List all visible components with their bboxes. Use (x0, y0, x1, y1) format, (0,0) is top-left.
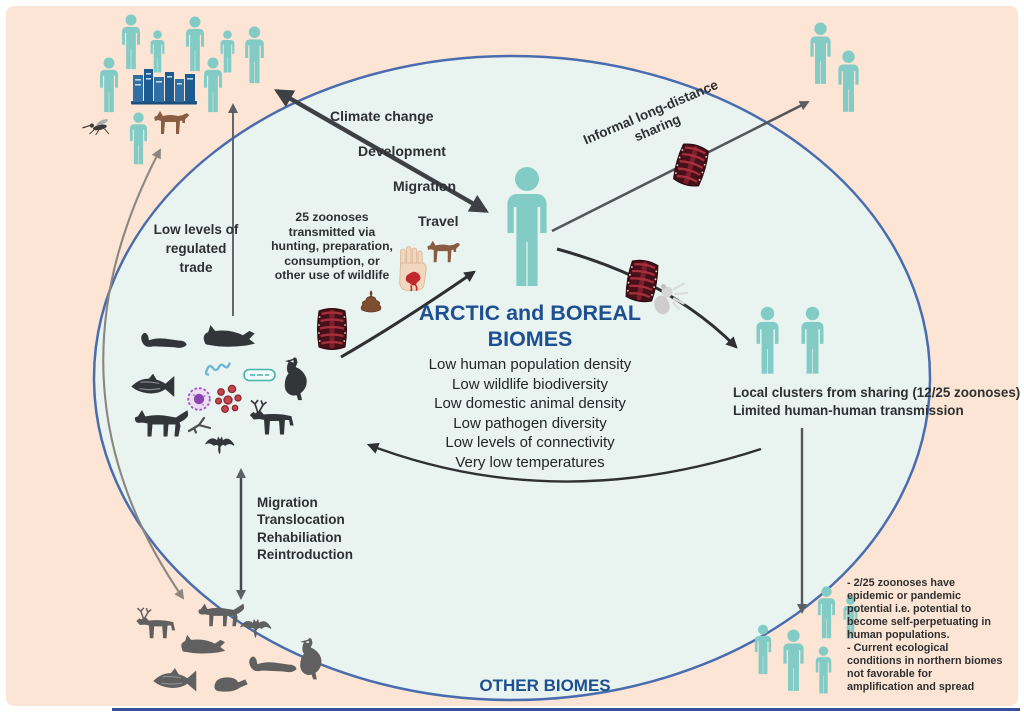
protozoan-icon (187, 387, 211, 411)
zoonoses-transmission-label: 25 zoonoses transmitted via hunting, pre… (271, 210, 393, 283)
person-icon (783, 629, 804, 691)
person-icon (838, 50, 859, 112)
seal-icon (181, 635, 225, 654)
climate-line: Development (358, 142, 446, 159)
arrow-wildlife-to-human-transmission (340, 270, 476, 359)
arrow-human-sharing-to-clusters (556, 247, 738, 349)
person-icon (220, 30, 235, 73)
meat-icon (316, 307, 348, 351)
person-icon (150, 30, 165, 73)
virus-particles-icon (214, 384, 242, 413)
city-icon (131, 69, 197, 105)
person-icon (129, 112, 148, 165)
person-icon (810, 22, 831, 84)
local-clusters-label: Local clusters from sharing (12/25 zoono… (733, 385, 1021, 418)
remote-community-group (810, 22, 859, 112)
climate-line: Climate change (330, 107, 434, 124)
other-biomes-title: OTHER BIOMES (479, 676, 611, 695)
arrow-biome-exchange (102, 148, 185, 600)
epidemic-potential-note: - 2/25 zoonoses have epidemic or pandemi… (847, 577, 1003, 693)
bottom-divider (112, 708, 1020, 711)
fish-icon (153, 668, 197, 691)
climate-line: Travel (418, 212, 459, 229)
climate-drivers-label: Climate change Development Migration Tra… (330, 90, 500, 248)
climate-line: Migration (393, 177, 456, 194)
dog-icon (154, 111, 189, 134)
person-icon (245, 26, 264, 84)
weasel-icon (249, 656, 297, 673)
arrow-return-to-wildlife (366, 442, 762, 483)
regulated-trade-label: Low levels of regulated trade (153, 222, 239, 275)
person-icon (100, 57, 118, 113)
bacterium-icon (243, 368, 276, 382)
mosquito-icon (82, 117, 110, 136)
person-icon (204, 57, 222, 113)
arrow-climate-drivers (274, 89, 489, 213)
wildlife-movement-label: Migration Translocation Rehabiliation Re… (257, 495, 353, 563)
deer-icon (136, 606, 176, 639)
beaver-icon (214, 677, 248, 692)
person-icon (186, 16, 204, 72)
person-icon (815, 646, 832, 694)
arctic-biome-ellipse (92, 54, 932, 702)
person-icon (122, 14, 140, 70)
arctic-biome-title: ARCTIC and BOREAL BIOMES (418, 301, 642, 351)
arctic-biome-traits: Low human population density Low wildlif… (428, 356, 632, 471)
